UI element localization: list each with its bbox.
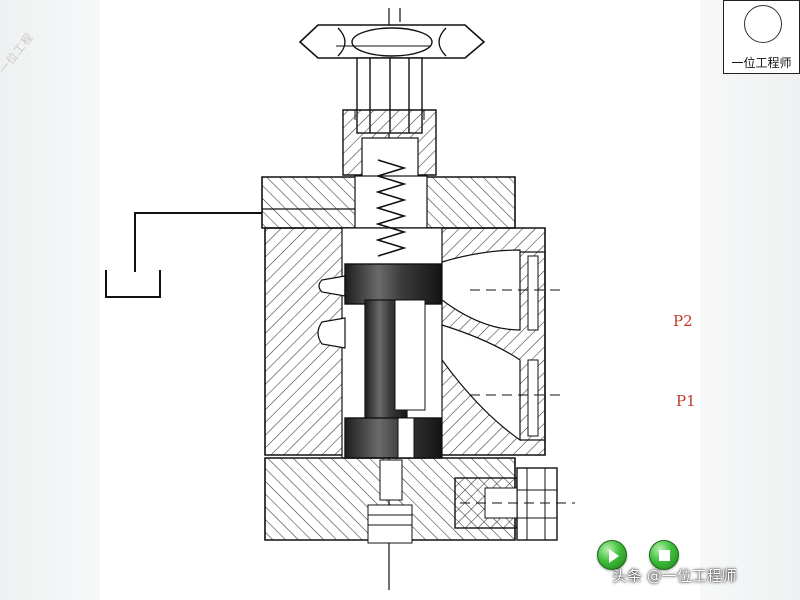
logo-box: 一位工程师: [723, 0, 800, 74]
stop-icon: [659, 550, 670, 561]
play-button[interactable]: [597, 540, 627, 570]
port-label-p1: P1: [676, 392, 696, 410]
bonnet: [342, 109, 437, 179]
left-margin-band: [0, 0, 100, 600]
lower-body: [264, 457, 516, 544]
play-icon: [609, 549, 619, 563]
spool-piston: [344, 263, 442, 459]
handle-knob: [298, 24, 486, 59]
credit-watermark: 头条 @一位工程师: [612, 567, 737, 585]
port-label-p2: P2: [673, 312, 693, 330]
right-margin-band: [700, 0, 800, 600]
stop-button[interactable]: [649, 540, 679, 570]
logo-seal: [744, 5, 782, 43]
logo-caption: 一位工程师: [731, 56, 792, 70]
upper-body-block: [261, 175, 516, 232]
side-fitting: [454, 467, 575, 541]
tank-symbol: [105, 212, 262, 298]
